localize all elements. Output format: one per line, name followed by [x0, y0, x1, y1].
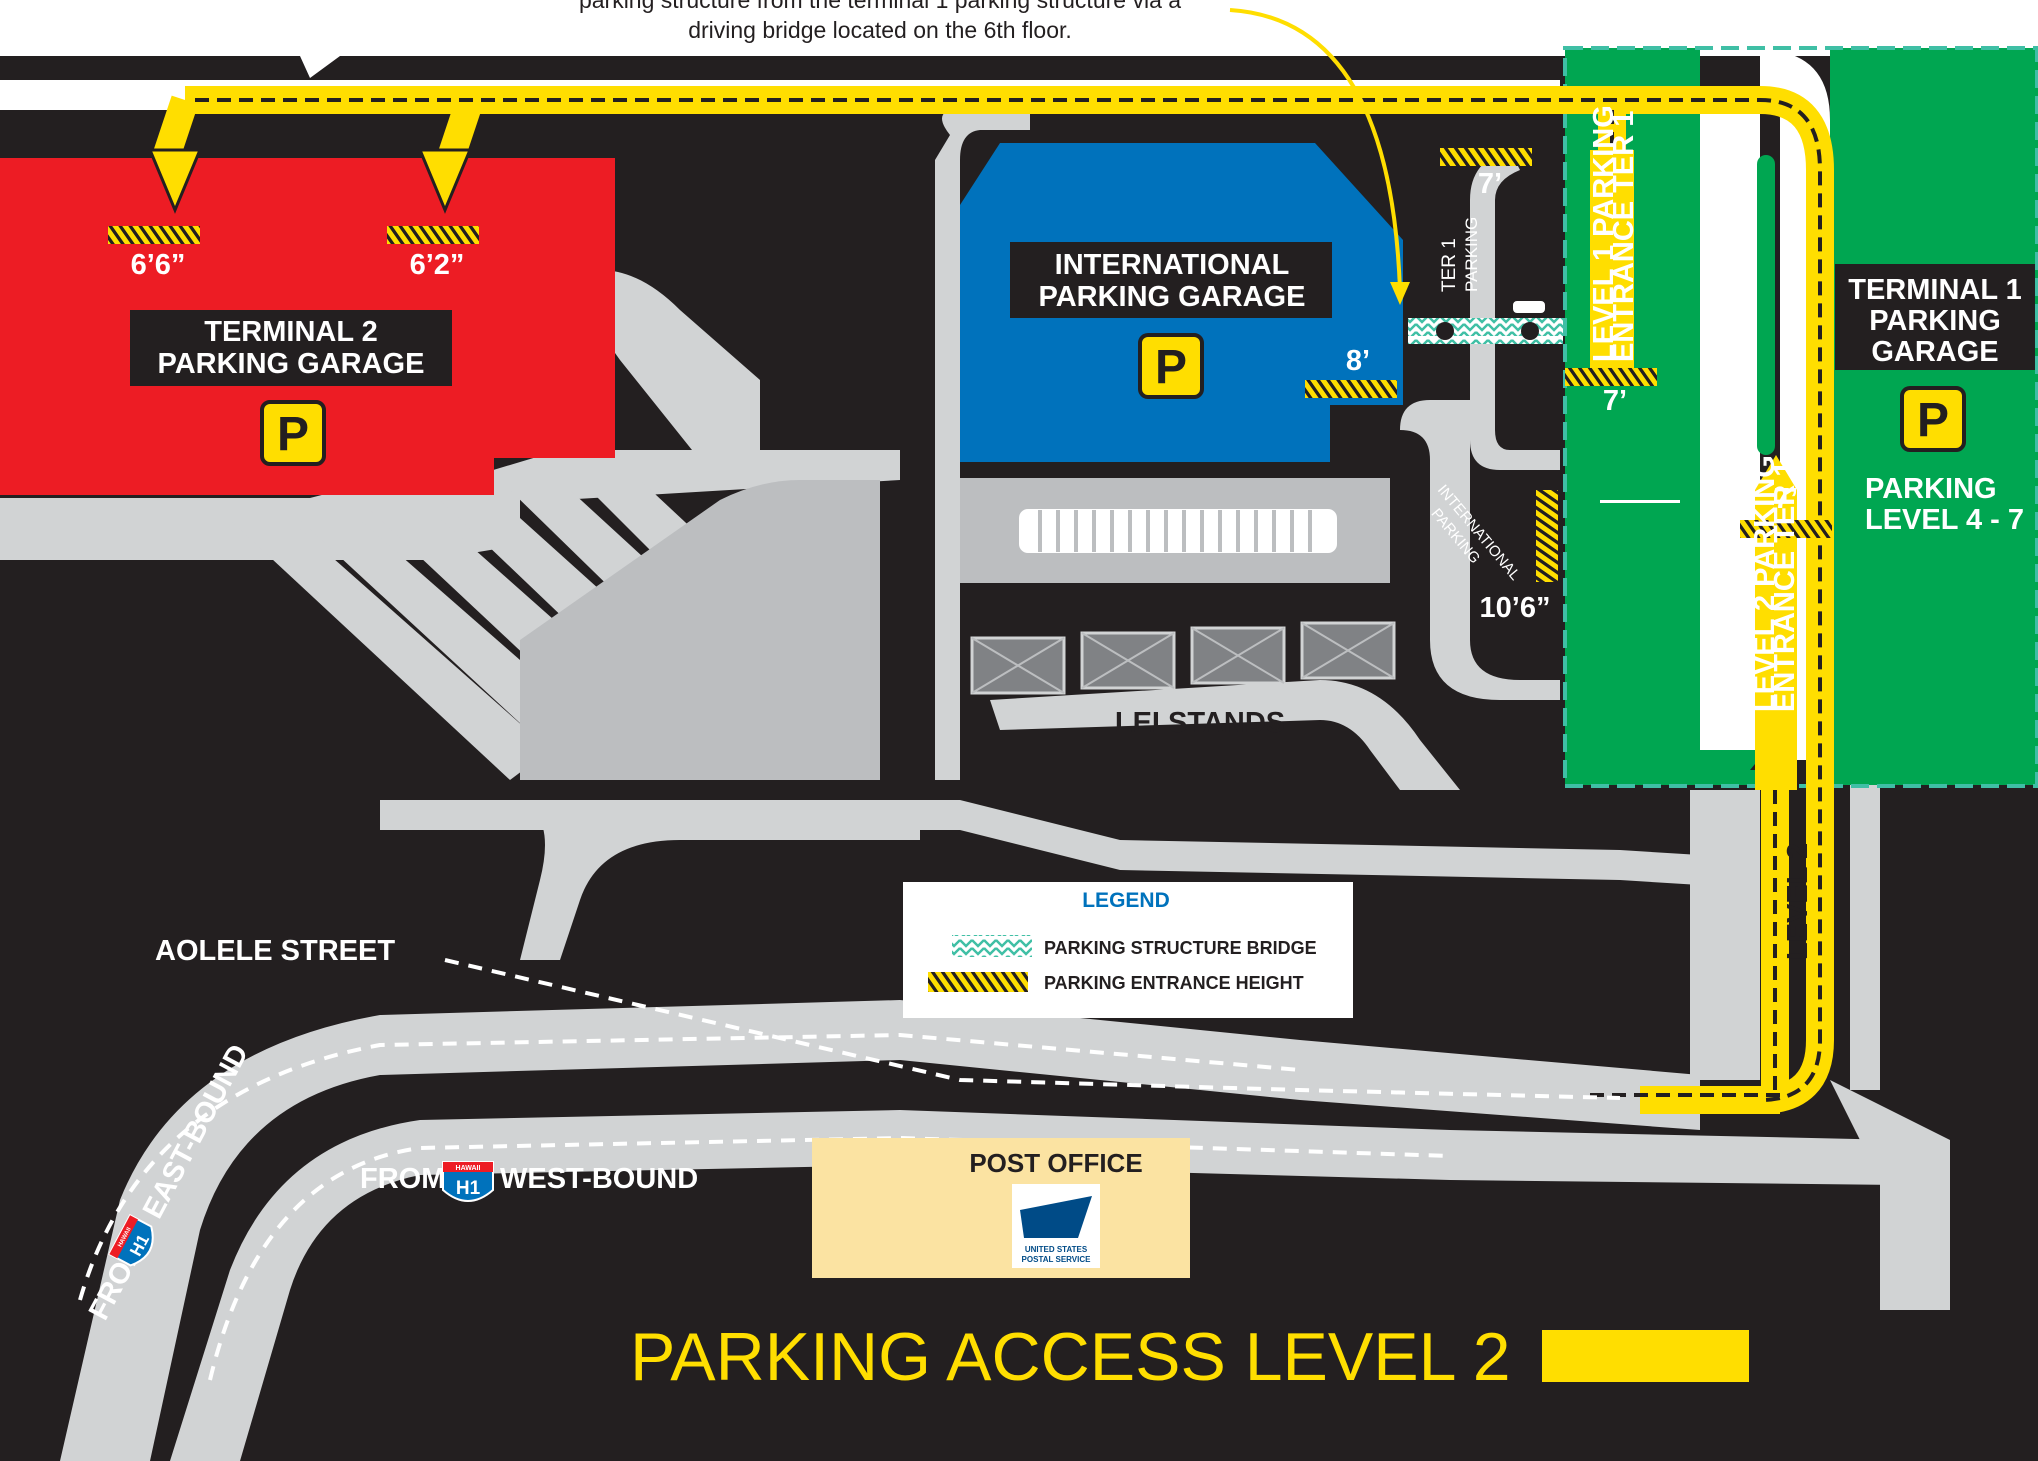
international-title-line2: PARKING GARAGE [1039, 281, 1306, 313]
route-dash-line [195, 98, 1822, 1102]
international-parking-symbol-bg [1138, 333, 1204, 399]
t1-level1-height-bar [1565, 368, 1657, 386]
international-entrance-height: 8’ [1346, 345, 1370, 377]
t2-entrance-arrow-1 [147, 148, 203, 214]
international-title-line1: INTERNATIONAL [1055, 249, 1290, 281]
road-network [0, 50, 1950, 1461]
terminal2-title-line1: TERMINAL 2 [204, 316, 377, 348]
h1-shield-west: HAWAII H1 [442, 1161, 494, 1202]
terminal1-center-divider [1757, 155, 1775, 455]
crosswalk-stripes [1038, 510, 1312, 552]
parking-structure-bridge [1408, 318, 1563, 344]
terminal1-garage-outline [1563, 46, 2038, 788]
bridge-car-icon [1511, 299, 1547, 315]
legend-bridge-label: PARKING STRUCTURE BRIDGE [1044, 938, 1317, 958]
legend-bridge-swatch [952, 935, 1032, 957]
usps-line2: POSTAL SERVICE [1022, 1255, 1092, 1264]
international-title-bg [1010, 242, 1332, 318]
top-note-pointer [1229, 8, 1402, 291]
top-note-line2: driving bridge located on the 6th floor. [688, 17, 1072, 43]
h1-shield-west-top: HAWAII [456, 1165, 481, 1172]
aolele-street-label: AOLELE STREET [155, 935, 395, 967]
lane-markers [78, 958, 1621, 1381]
terminal2-title-bg [130, 310, 452, 386]
terminal1-levels-line2: LEVEL 4 - 7 [1865, 504, 2024, 536]
t1-level2-entrance-line2: ENTRANCE TER 1 [1769, 461, 1801, 712]
t1-level2-ramp [1755, 490, 1797, 790]
terminal1-title-line2: PARKING [1869, 305, 2001, 337]
from-west-label: FROM [360, 1163, 445, 1195]
t2-entrance-height-bar-2 [387, 226, 479, 244]
terminal1-title-line3: GARAGE [1871, 336, 1998, 368]
t2-entrance-height-1: 6’6” [131, 249, 186, 281]
terminal2-parking-symbol: P [277, 408, 309, 461]
t1-level1-height: 7’ [1603, 385, 1627, 417]
lei-stands-label: LEI STANDS [1115, 707, 1285, 739]
t2-entrance-arrow-2 [417, 148, 473, 214]
t1-level2-entrance-line1: LEVEL 2 PARKING [1749, 455, 1781, 712]
international-entrance-height-bar [1305, 380, 1397, 398]
legend-title: LEGEND [1082, 889, 1170, 912]
usps-line1: UNITED STATES [1025, 1245, 1088, 1254]
lei-stand-booth-crosses [971, 622, 1395, 694]
t1-level1-entrance-line2: ENTRANCE TER 1 [1608, 111, 1640, 362]
t1-level1-entrance-line1: LEVEL 1 PARKING [1588, 105, 1620, 362]
usps-eagle-icon [1020, 1196, 1092, 1238]
ter1-road-height-bar [1440, 148, 1532, 166]
terminal1-inner-strip [1600, 500, 1680, 503]
level2-road-label: LEVEL 2 [1782, 843, 1814, 960]
top-road-bumps [0, 40, 2038, 78]
legend-height-swatch [928, 972, 1028, 992]
international-road-height-bar [1536, 490, 1558, 582]
post-office-title: POST OFFICE [969, 1148, 1142, 1178]
legend-height-label: PARKING ENTRANCE HEIGHT [1044, 973, 1304, 993]
map-title-color-key [1542, 1330, 1749, 1382]
ter1-road-label-line2: PARKING [1462, 217, 1481, 292]
ter1-road-height: 7’ [1478, 168, 1502, 200]
terminal2-title-line2: PARKING GARAGE [158, 348, 425, 380]
t1-level2-height: 7’ [1774, 483, 1798, 515]
terminal1-parking-symbol-bg [1900, 386, 1966, 452]
terminal1-title-line1: TERMINAL 1 [1848, 274, 2021, 306]
ter1-road-label-line1: TER 1 [1439, 238, 1460, 292]
t1-level2-ramp-tip [1755, 455, 1797, 490]
t1-level2-height-bar [1740, 520, 1832, 538]
top-note-line1: parking structure from the terminal 1 pa… [579, 0, 1181, 13]
bridge-pedestrian-icon-left [1436, 322, 1454, 340]
h1-shield-west-route: H1 [456, 1178, 481, 1199]
terminal1-title-bg [1835, 264, 2035, 370]
international-road-height: 10’6” [1480, 592, 1551, 624]
post-office [812, 1138, 1190, 1278]
terminal1-levels-line1: PARKING [1865, 473, 1997, 505]
terminal2-parking-symbol-bg [260, 400, 326, 466]
terminal1-parking-symbol: P [1917, 394, 1949, 447]
from-west-direction: WEST-BOUND [500, 1163, 698, 1195]
map-title: PARKING ACCESS LEVEL 2 [630, 1319, 1511, 1395]
bridge-pedestrian-icon-right [1521, 322, 1539, 340]
t2-entrance-height-bar-1 [108, 226, 200, 244]
t2-entrance-height-2: 6’2” [410, 249, 465, 281]
t1-level1-ramp [1590, 150, 1634, 380]
international-parking-symbol: P [1155, 341, 1187, 394]
top-note-pointer-arrowhead [1390, 282, 1410, 305]
h1-shield-east: HAWAII H1 [108, 1213, 154, 1267]
surface-lot [520, 480, 880, 780]
